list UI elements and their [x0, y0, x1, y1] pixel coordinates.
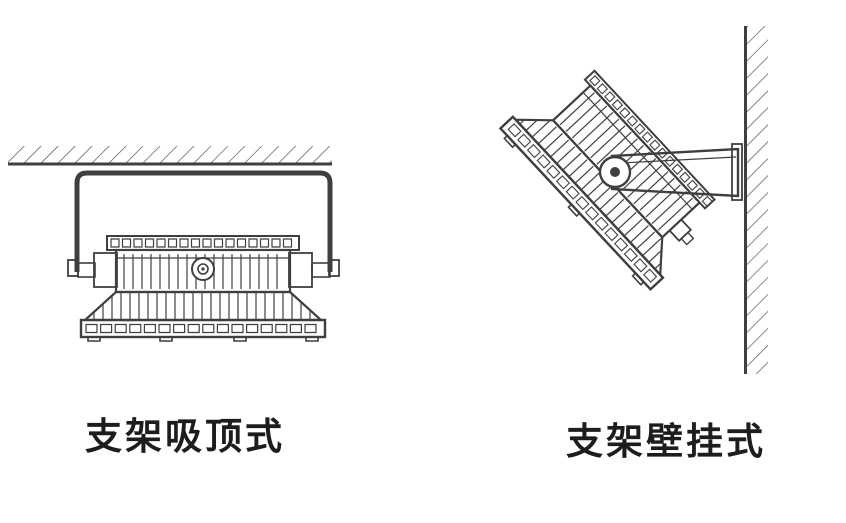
- heatsink-fins-side: [559, 92, 694, 231]
- pivot-joint: [598, 155, 632, 189]
- led-face-frame-side: [498, 115, 665, 291]
- led-modules-side: [507, 123, 658, 283]
- wall-mount-figure: [400, 0, 846, 400]
- ceiling-surface: [8, 146, 332, 166]
- bottom-feet: [87, 336, 319, 342]
- bracket-link-right: [311, 262, 331, 278]
- ceiling-mount-figure: [0, 0, 380, 400]
- arm-wall-plate: [731, 143, 743, 201]
- terminal-cells: [110, 238, 293, 248]
- mount-ear-right: [288, 252, 313, 288]
- bottom-feet-side: [503, 134, 645, 286]
- bracket-link-left: [77, 262, 96, 278]
- mount-ear-left: [93, 252, 118, 288]
- led-modules: [85, 323, 317, 334]
- wall-mount-caption: 支架壁挂式: [566, 421, 766, 462]
- bracket-yoke: [74, 170, 333, 272]
- bracket-bolt-right: [328, 259, 340, 277]
- ceiling-mount-caption: 支架吸顶式: [85, 416, 285, 457]
- heatsink-fins-lower: [93, 293, 311, 319]
- floodlight-side: [498, 69, 716, 291]
- led-face-frame: [79, 318, 327, 339]
- cable-gland: [668, 218, 695, 246]
- floodlight-front: [79, 235, 327, 342]
- mounting-arm: [610, 143, 743, 201]
- wall-surface: [744, 26, 768, 374]
- ceiling-hatch: [8, 146, 332, 164]
- ceiling-mount-illustration: [8, 146, 340, 342]
- wall-hatch: [746, 26, 768, 374]
- wall-mount-illustration: [498, 26, 768, 374]
- pivot-knob: [191, 257, 215, 281]
- back-terminal-cells: [589, 75, 714, 208]
